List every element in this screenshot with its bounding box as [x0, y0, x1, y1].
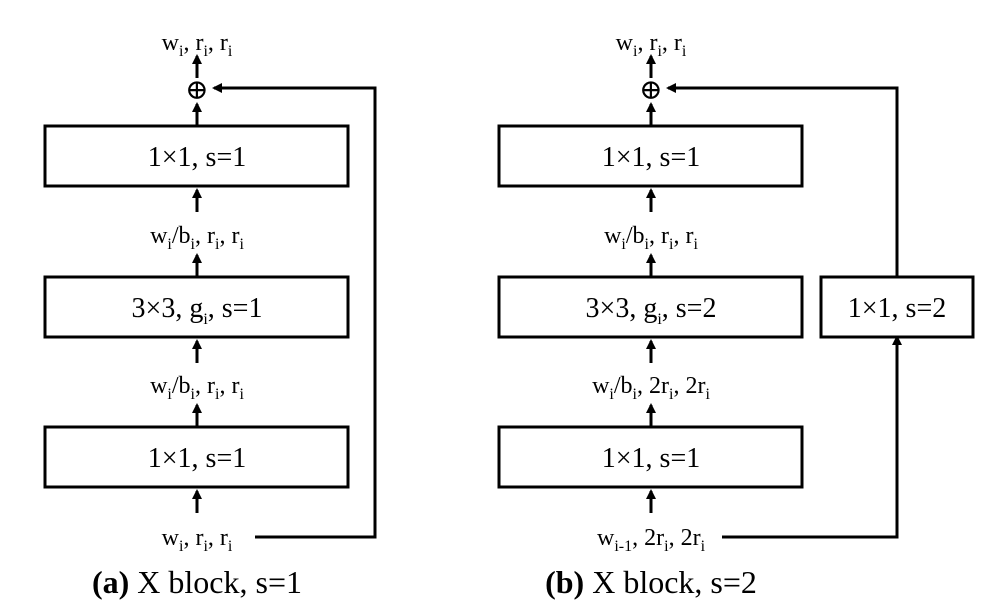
panel-b: wi, ri, ri ⊕ 1×1, s=2 1×1, s=1 wi/bi, ri…: [497, 30, 975, 600]
panel-a: wi, ri, ri ⊕ 1×1, s=1 wi/bi, ri, ri 3×3,…: [43, 30, 377, 600]
a-shortcut-line: [212, 83, 377, 539]
a-box-middle: [43, 275, 350, 339]
a-bottom-dim-label: wi, ri, ri: [162, 525, 233, 555]
a-mid-lower-dim-label: wi/bi, ri, ri: [150, 373, 244, 403]
b-mid-lower-dim-label: wi/bi, 2ri, 2ri: [592, 373, 710, 403]
b-box-bottom: [497, 425, 804, 489]
b-box-middle-label: 3×3, gi, s=2: [586, 293, 717, 328]
b-box-shortcut-label: 1×1, s=2: [848, 293, 946, 324]
a-box-middle-label: 3×3, gi, s=1: [132, 293, 263, 328]
b-box-shortcut: [819, 275, 975, 339]
b-caption: (b) X block, s=2: [545, 564, 757, 600]
b-shortcut-line-lower: [722, 335, 902, 539]
a-add-icon: ⊕: [185, 75, 208, 106]
b-mid-upper-dim-label: wi/bi, ri, ri: [604, 223, 698, 253]
b-box-top: [497, 124, 804, 188]
a-top-dim-label: wi, ri, ri: [162, 30, 233, 60]
a-mid-upper-dim-label: wi/bi, ri, ri: [150, 223, 244, 253]
a-box-top-label: 1×1, s=1: [148, 142, 246, 173]
a-box-bottom: [43, 425, 350, 489]
b-shortcut-line-upper: [666, 83, 899, 277]
b-box-top-label: 1×1, s=1: [602, 142, 700, 173]
b-top-dim-label: wi, ri, ri: [616, 30, 687, 60]
b-box-middle: [497, 275, 804, 339]
a-box-bottom-label: 1×1, s=1: [148, 443, 246, 474]
b-box-bottom-label: 1×1, s=1: [602, 443, 700, 474]
a-box-top: [43, 124, 350, 188]
b-bottom-dim-label: wi-1, 2ri, 2ri: [597, 525, 706, 555]
b-add-icon: ⊕: [639, 75, 662, 106]
a-caption: (a) X block, s=1: [92, 564, 302, 600]
